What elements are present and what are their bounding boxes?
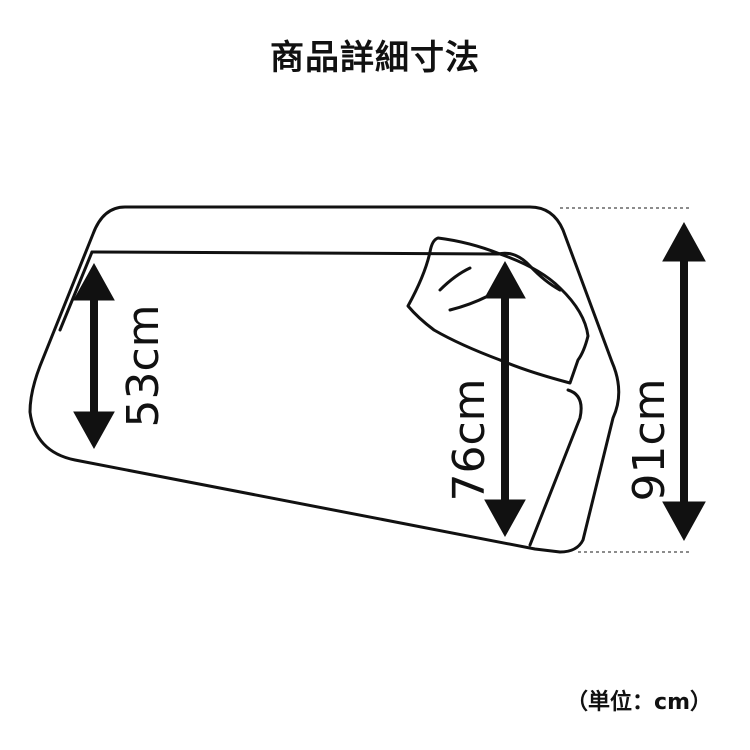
height-guides [560,207,692,553]
back-height-arrow [662,221,706,542]
sofa-drawing [28,205,621,554]
pillow-side [496,251,562,292]
arrow-head-up [484,260,526,299]
pillow-fold [438,266,490,312]
seat-height-arrow [73,262,115,450]
arrow-head-down [73,411,115,450]
left-front-edge [58,250,94,332]
seat-height-label: 53cm [118,304,169,427]
backrest-edge [90,250,500,256]
arrow-head-down [662,501,706,542]
back-height-label: 91cm [624,378,675,501]
arm-height-label: 76cm [444,378,495,501]
sofa-outline [28,205,621,554]
unit-note: （単位：cm） [566,690,712,715]
arm-front-edge [528,388,583,547]
arm-height-arrow [484,260,526,538]
arrow-head-up [73,262,115,301]
pillow-outline [406,236,590,385]
arrow-head-down [484,499,526,538]
page-title: 商品詳細寸法 [270,38,480,78]
arrow-head-up [662,221,706,262]
